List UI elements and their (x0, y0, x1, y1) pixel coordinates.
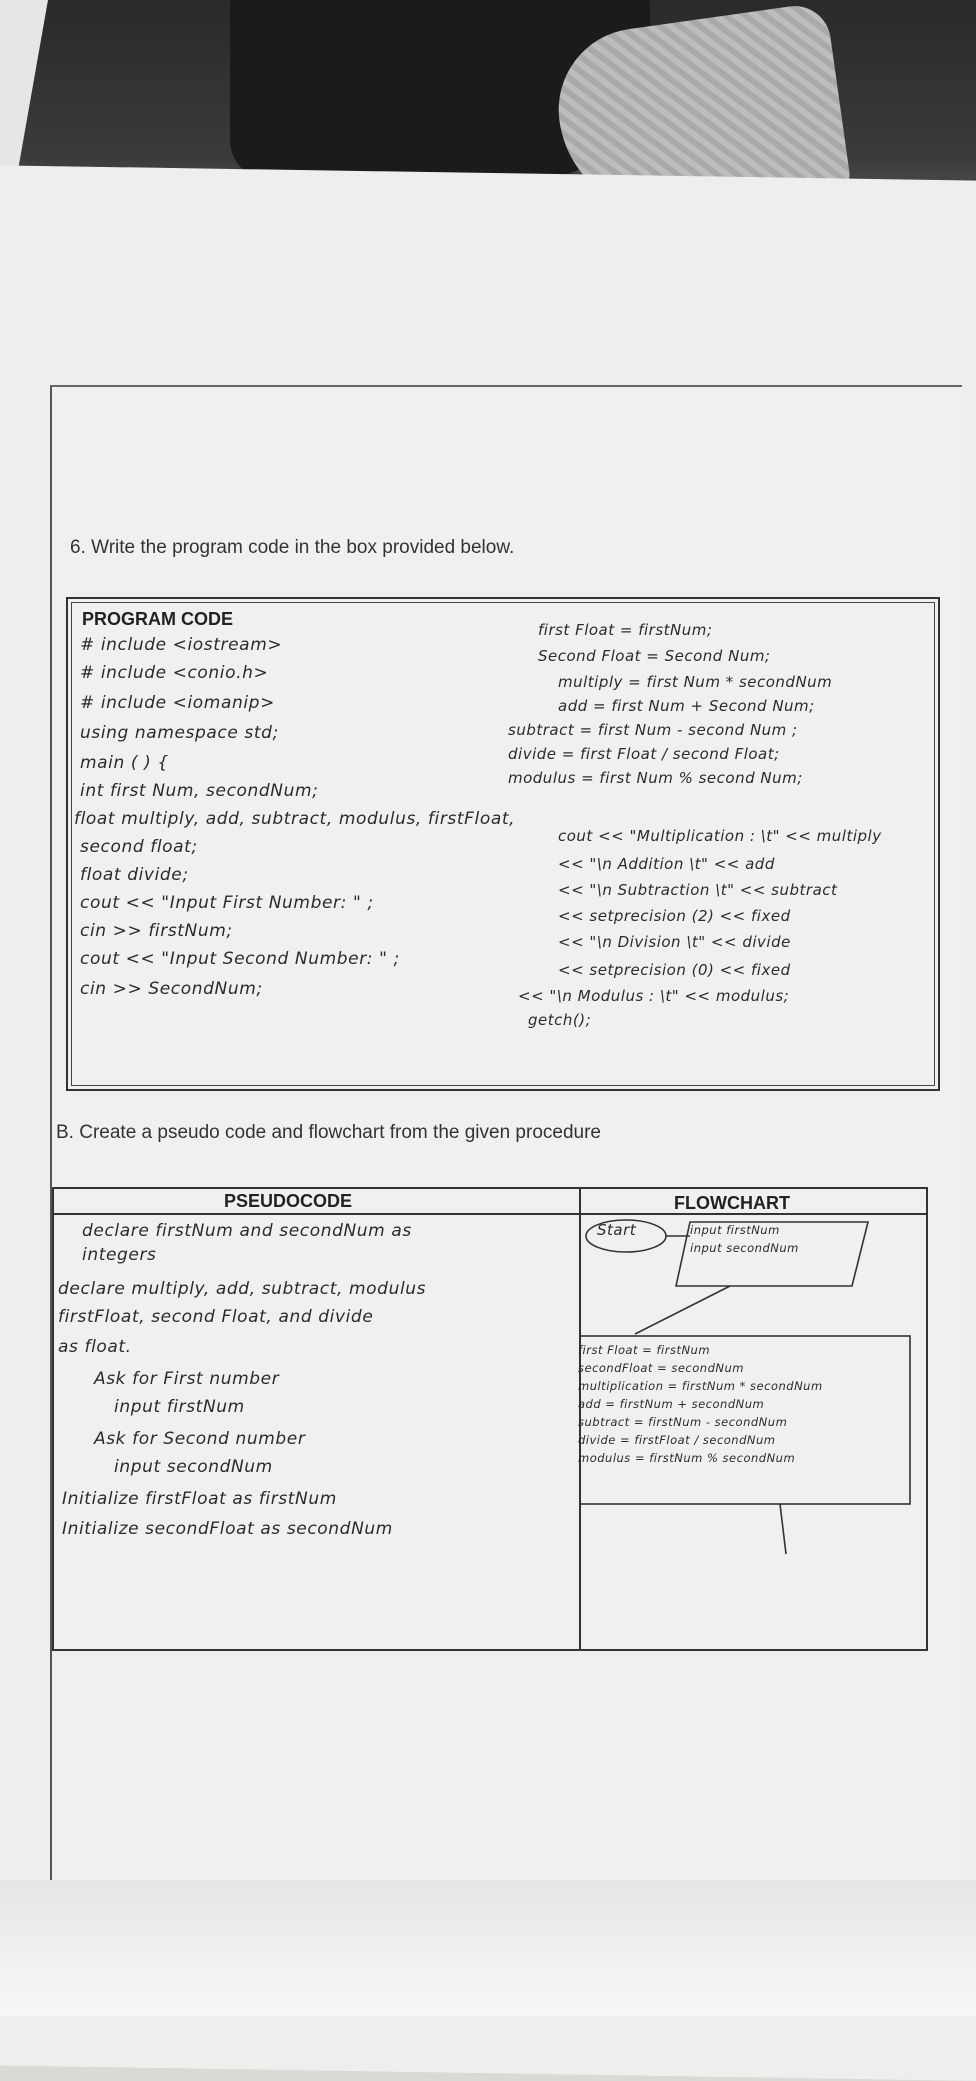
pseudocode-line: firstFloat, second Float, and divide (58, 1307, 374, 1327)
pseudocode-flowchart-table: PSEUDOCODE FLOWCHART declare firstNum an… (52, 1187, 928, 1651)
pseudocode-line: input firstNum (114, 1397, 245, 1417)
flow-connector (779, 1503, 787, 1555)
code-line: # include <iomanip> (80, 693, 275, 713)
code-line: getch(); (528, 1011, 592, 1029)
pseudocode-line: Initialize firstFloat as firstNum (62, 1489, 337, 1509)
code-line: subtract = first Num - second Num ; (508, 721, 798, 739)
flowchart-process-text: subtract = firstNum - secondNum (578, 1415, 788, 1429)
code-line: cout << "Input First Number: " ; (80, 893, 374, 913)
pseudocode-line: declare multiply, add, subtract, modulus (58, 1279, 427, 1299)
flow-connector (634, 1285, 731, 1335)
input-parallelogram (675, 1221, 870, 1287)
flowchart-input-text: input firstNum (690, 1223, 780, 1237)
program-code-inner-border (71, 602, 935, 1086)
flowchart-process-text: add = firstNum + secondNum (578, 1397, 765, 1411)
table-column-divider (579, 1189, 581, 1649)
program-code-label: PROGRAM CODE (82, 609, 234, 629)
part-b-prompt: B. Create a pseudo code and flowchart fr… (56, 1122, 601, 1143)
code-line: int first Num, secondNum; (80, 781, 319, 801)
code-line: # include <conio.h> (80, 663, 269, 683)
code-line: divide = first Float / second Float; (508, 745, 780, 763)
program-code-box: PROGRAM CODE # include <iostream> # incl… (66, 597, 940, 1091)
pseudocode-line: Ask for First number (94, 1369, 280, 1389)
code-line: cout << "Multiplication : \t" << multipl… (558, 827, 882, 845)
bottom-fabric (0, 1880, 976, 2016)
code-line: << "\n Addition \t" << add (558, 855, 775, 873)
code-line: cout << "Input Second Number: " ; (80, 949, 400, 969)
code-line: add = first Num + Second Num; (558, 697, 815, 715)
flowchart-process-text: divide = firstFloat / secondNum (578, 1433, 776, 1447)
code-line: << "\n Modulus : \t" << modulus; (518, 987, 790, 1005)
pseudocode-line: integers (82, 1245, 157, 1265)
worksheet: 6. Write the program code in the box pro… (50, 385, 962, 1947)
code-line: Second Float = Second Num; (538, 647, 771, 665)
process-box (580, 1335, 911, 1505)
pseudocode-label: PSEUDOCODE (224, 1191, 353, 1211)
question-6-prompt: 6. Write the program code in the box pro… (70, 537, 515, 558)
pseudocode-line: Ask for Second number (94, 1429, 306, 1449)
flowchart-diagram (580, 1219, 911, 1555)
pseudocode-line: declare firstNum and secondNum as (82, 1221, 412, 1241)
pseudocode-line: input secondNum (114, 1457, 273, 1477)
code-line: modulus = first Num % second Num; (508, 769, 803, 787)
code-line: multiply = first Num * secondNum (558, 673, 833, 691)
code-line: # include <iostream> (80, 635, 283, 655)
code-line: cin >> SecondNum; (80, 979, 263, 999)
code-line: second float; (80, 837, 198, 857)
flowchart-label: FLOWCHART (674, 1193, 790, 1213)
flowchart-process-text: first Float = firstNum (578, 1343, 711, 1357)
table-header-divider (54, 1213, 926, 1215)
code-line: << setprecision (2) << fixed (558, 907, 791, 925)
flowchart-process-text: secondFloat = secondNum (578, 1361, 744, 1375)
code-line: << "\n Subtraction \t" << subtract (558, 881, 838, 899)
code-line: first Float = firstNum; (538, 621, 713, 639)
pseudocode-line: as float. (58, 1337, 132, 1357)
code-line: using namespace std; (80, 723, 279, 743)
flowchart-process-text: modulus = firstNum % secondNum (578, 1451, 796, 1465)
code-line: float multiply, add, subtract, modulus, … (74, 809, 516, 829)
code-line: float divide; (80, 865, 189, 885)
flowchart-process-text: multiplication = firstNum * secondNum (578, 1379, 823, 1393)
flowchart-start-text: Start (597, 1221, 637, 1239)
pseudocode-line: Initialize secondFloat as secondNum (62, 1519, 393, 1539)
flowchart-input-text: input secondNum (690, 1241, 799, 1255)
code-line: main ( ) { (80, 753, 169, 773)
code-line: << "\n Division \t" << divide (558, 933, 791, 951)
code-line: << setprecision (0) << fixed (558, 961, 791, 979)
code-line: cin >> firstNum; (80, 921, 233, 941)
